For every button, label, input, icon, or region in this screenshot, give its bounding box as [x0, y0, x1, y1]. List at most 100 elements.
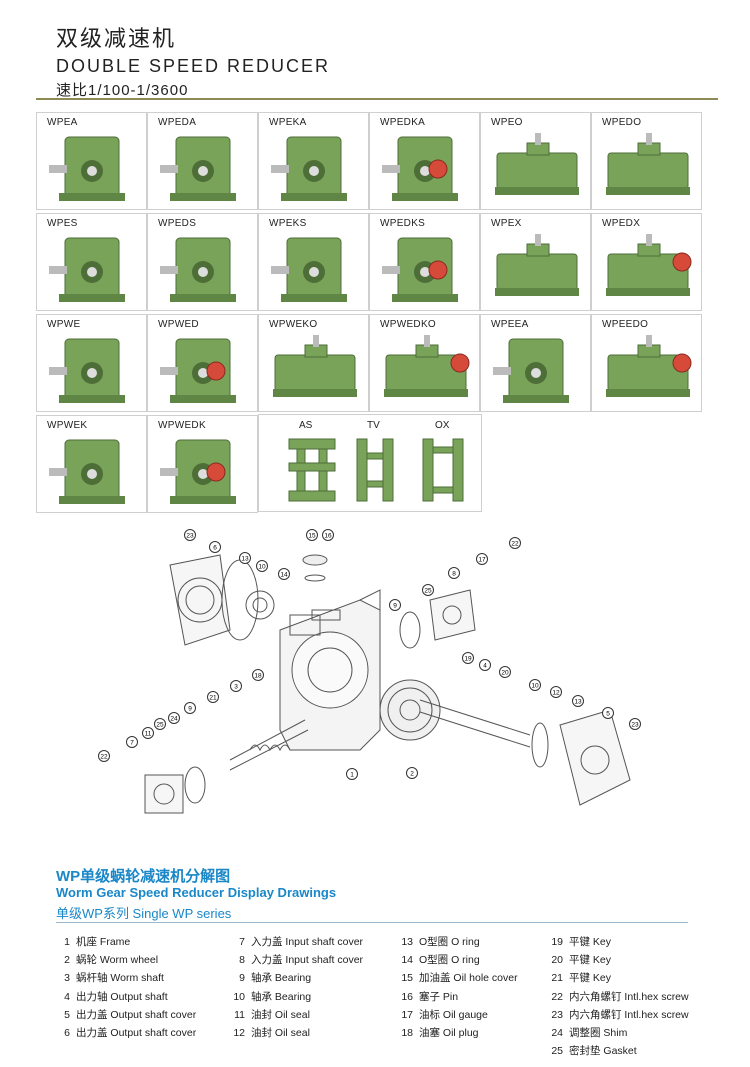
callout-marker	[256, 560, 268, 572]
callout-marker	[98, 750, 110, 762]
callout-marker	[207, 691, 219, 703]
reducer-photo	[382, 136, 458, 201]
part-name: 出力盖 Output shaft cover	[76, 1027, 197, 1040]
reducer-photo	[493, 338, 569, 403]
part-number: 18	[401, 1027, 413, 1040]
page-header: 双级减速机 DOUBLE SPEED REDUCER 速比1/100-1/360…	[56, 26, 330, 102]
part-number: 19	[551, 936, 563, 948]
callout-number: 13	[574, 698, 582, 705]
part-number: 4	[64, 990, 70, 1003]
part-name: O型圈 O ring	[419, 954, 480, 967]
section-divider	[56, 922, 688, 923]
accessory-label-tv: TV	[367, 420, 380, 431]
model-label: WPES	[47, 218, 78, 229]
model-cell: WPWEK	[36, 415, 147, 513]
callout-number: 1	[350, 771, 354, 778]
part-number: 10	[233, 990, 245, 1003]
callout-marker	[184, 702, 196, 714]
model-label: WPEEA	[491, 319, 529, 330]
model-label: WPWEK	[47, 420, 88, 431]
part-name: 平键 Key	[569, 954, 612, 967]
callout-marker	[154, 718, 166, 730]
reducer-photo	[160, 439, 236, 504]
part-number: 5	[64, 1008, 70, 1021]
part-number: 13	[401, 936, 413, 948]
part-name: 密封垫 Gasket	[569, 1045, 637, 1058]
part-name: 油标 Oil gauge	[419, 1008, 488, 1021]
title-cn: 双级减速机	[56, 26, 177, 51]
model-label: WPEDO	[602, 117, 642, 128]
callout-number: 23	[186, 532, 194, 539]
part-number: 2	[64, 954, 70, 967]
part-row: 9 轴承 Bearing	[231, 969, 363, 987]
model-label: WPEEDO	[602, 319, 649, 330]
accessory-panel: AS TV OX	[258, 414, 482, 512]
part-number: 1	[64, 936, 70, 948]
callout-marker	[389, 599, 401, 611]
part-number: 16	[401, 990, 413, 1003]
callout-number: 16	[324, 532, 332, 539]
part-name: 内六角螺钉 Intl.hex screw	[569, 990, 689, 1003]
part-row: 24 调整圈 Shim	[549, 1024, 689, 1042]
part-name: 油封 Oil seal	[251, 1027, 310, 1040]
part-name: 蜗杆轴 Worm shaft	[76, 972, 164, 985]
callout-number: 23	[631, 721, 639, 728]
model-cell: WPEDS	[147, 213, 258, 311]
callout-number: 7	[130, 739, 134, 746]
part-number: 21	[551, 972, 563, 985]
model-cell: WPWE	[36, 314, 147, 412]
callout-marker	[602, 707, 614, 719]
model-cell: WPEDKA	[369, 112, 480, 210]
part-number: 9	[239, 972, 245, 985]
model-cell: WPES	[36, 213, 147, 311]
header-divider	[36, 98, 718, 100]
reducer-photo	[49, 136, 125, 201]
callout-marker	[209, 541, 221, 553]
reducer-photo	[49, 439, 125, 504]
callout-marker	[448, 567, 460, 579]
part-number: 12	[233, 1027, 245, 1040]
reducer-photo	[160, 338, 236, 403]
callout-marker	[479, 659, 491, 671]
part-name: 轴承 Bearing	[251, 972, 312, 985]
part-name: 入力盖 Input shaft cover	[251, 954, 364, 967]
callout-number: 22	[511, 540, 519, 547]
callout-number: 25	[156, 721, 164, 728]
callout-number: 8	[452, 570, 456, 577]
model-cell: WPEEDO	[591, 314, 702, 412]
part-number: 24	[551, 1027, 563, 1040]
callout-number: 25	[424, 587, 432, 594]
callout-marker	[422, 584, 434, 596]
callout-number: 14	[280, 571, 288, 578]
callout-marker	[322, 529, 334, 541]
section-title-cn: WP单级蜗轮减速机分解图	[56, 868, 231, 885]
model-cell: WPEEA	[480, 314, 591, 412]
callout-number: 20	[501, 669, 509, 676]
model-cell: WPEDA	[147, 112, 258, 210]
reducer-photo	[606, 335, 692, 397]
callout-number: 4	[483, 662, 487, 669]
reducer-photo	[495, 234, 579, 296]
model-cell: WPEDO	[591, 112, 702, 210]
callout-marker	[252, 669, 264, 681]
callout-marker	[629, 718, 641, 730]
reducer-photo	[273, 335, 357, 397]
callout-number: 12	[552, 689, 560, 696]
reducer-photo	[160, 237, 236, 302]
part-name: 调整圈 Shim	[569, 1027, 628, 1040]
model-cell: WPEKA	[258, 112, 369, 210]
callout-number: 19	[464, 655, 472, 662]
